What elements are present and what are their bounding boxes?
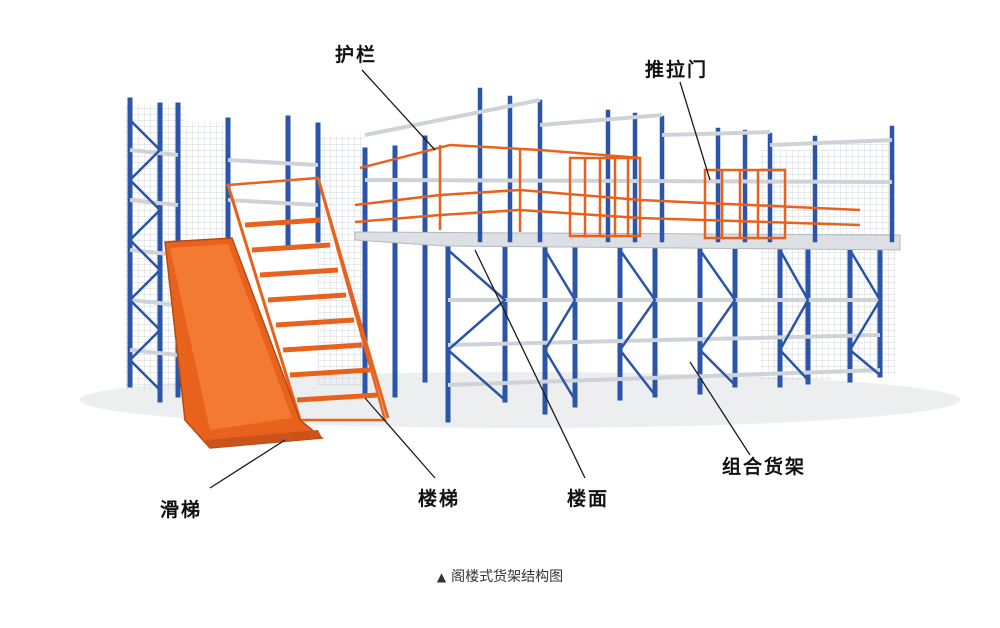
sliding-door (568, 156, 787, 240)
label-combined-shelf: 组合货架 (722, 456, 807, 478)
figure-caption: ▲ 阁楼式货架结构图 (0, 566, 1000, 586)
leader-floor (474, 249, 586, 479)
leader-guardrail (361, 69, 436, 151)
caption-triangle-icon: ▲ (436, 570, 447, 584)
guardrail (354, 143, 861, 232)
caption-text: 阁楼式货架结构图 (451, 569, 564, 585)
slide (164, 237, 324, 449)
callout-leader-lines (209, 69, 751, 489)
lower-cross-bracing (128, 119, 882, 401)
leader-sliding-door (679, 81, 711, 181)
label-floor: 楼面 (567, 488, 610, 510)
ground-shadow (80, 372, 960, 428)
leader-slide (209, 439, 286, 489)
leader-stairs (364, 397, 436, 479)
leader-combined-shelf (689, 361, 751, 456)
label-slide: 滑梯 (160, 499, 203, 521)
label-stairs: 楼梯 (418, 488, 461, 510)
mezzanine-deck (354, 231, 901, 251)
staircase (226, 176, 390, 422)
label-sliding-door: 推拉门 (645, 59, 709, 81)
label-guardrail: 护栏 (335, 44, 378, 66)
